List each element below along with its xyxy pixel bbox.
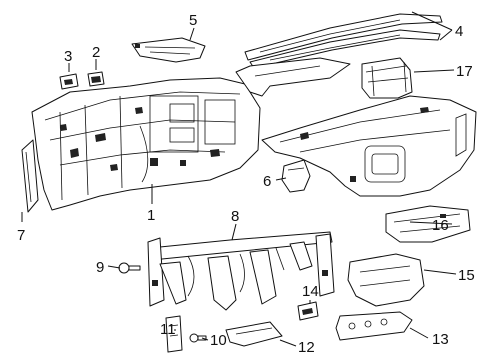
part-13-lower-trim	[335, 311, 413, 341]
callout-15: 15	[458, 267, 475, 284]
part-6-trim-bracket	[281, 159, 311, 193]
callout-11: 11	[160, 321, 176, 338]
callout-12: 12	[298, 339, 315, 356]
callout-17: 17	[456, 63, 473, 80]
callout-8: 8	[231, 208, 239, 225]
part-4-upper-pad	[235, 57, 351, 97]
callout-4: 4	[455, 23, 463, 40]
part-11-bracket	[165, 315, 183, 353]
callout-5: 5	[189, 12, 197, 29]
part-14-clip	[297, 301, 319, 321]
callout-7: 7	[17, 227, 25, 244]
part-7-side-trim	[21, 139, 39, 213]
part-3-clip	[59, 73, 79, 90]
callout-9: 9	[96, 259, 104, 276]
part-15-knee-bolster	[347, 253, 425, 307]
callout-10: 10	[210, 332, 227, 349]
part-12-lower-bracket	[225, 321, 283, 347]
part-10-push-pin	[189, 333, 207, 343]
callout-6: 6	[263, 173, 271, 190]
callout-2: 2	[92, 44, 100, 61]
callout-leaders	[21, 11, 457, 347]
callout-3: 3	[64, 48, 72, 65]
part-9-bolt	[118, 262, 141, 274]
part-17-airbag-module	[361, 57, 413, 99]
part-1-instrument-panel-carrier	[31, 77, 261, 211]
callout-14: 14	[302, 283, 319, 300]
callout-16: 16	[432, 217, 449, 234]
callout-labels: 1 2 3 4 5 6 7 8 9 10 11 12 13 14 15 16 1…	[17, 12, 475, 356]
part-8-cross-car-beam	[147, 231, 335, 311]
part-5-upper-vent	[131, 37, 206, 63]
part-16-lower-trim	[385, 205, 471, 243]
part-2-clip	[87, 71, 105, 87]
callout-1: 1	[147, 207, 155, 224]
part-4-defroster-trim	[244, 13, 443, 69]
callout-13: 13	[432, 331, 449, 348]
part-instrument-panel-upper-right	[261, 95, 477, 197]
